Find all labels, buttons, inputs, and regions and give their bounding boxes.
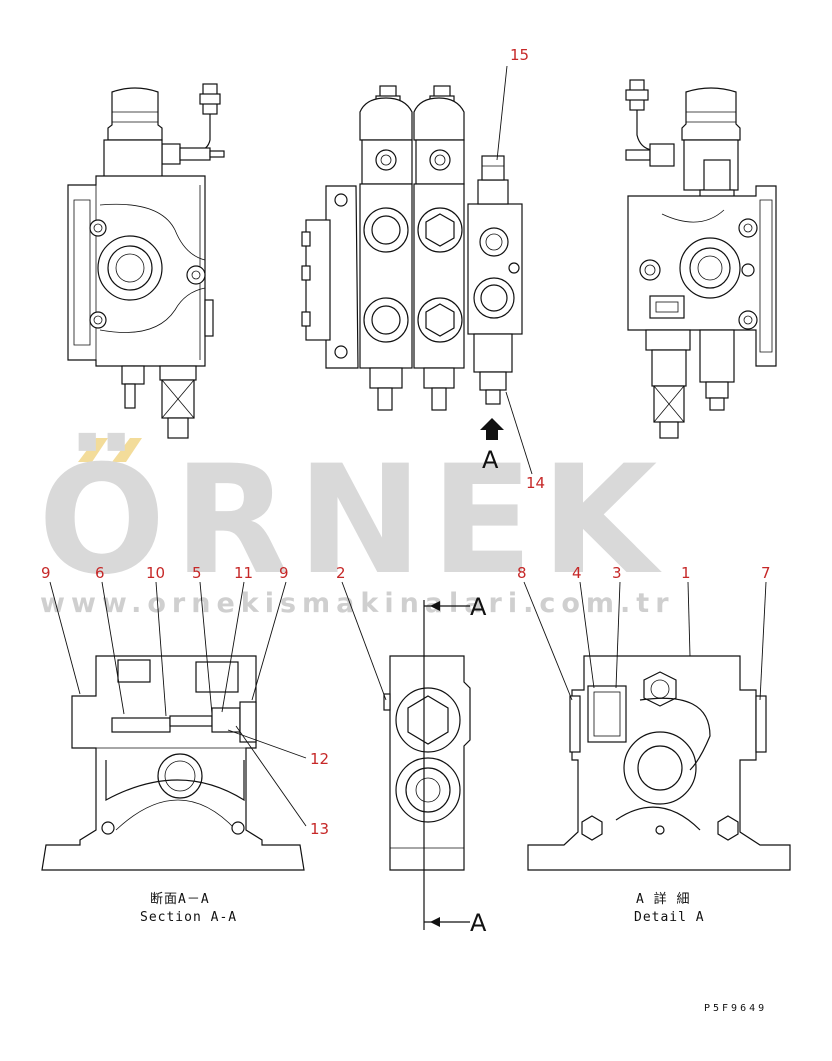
caption-detail-jp: A 詳 細	[636, 891, 690, 907]
callout-10: 10	[146, 564, 165, 582]
callout-13: 13	[310, 820, 329, 838]
callout-7: 7	[761, 564, 771, 582]
section-mark-bottom: A	[470, 909, 487, 937]
callout-3: 3	[612, 564, 622, 582]
callout-2: 2	[336, 564, 346, 582]
callout-6: 6	[95, 564, 105, 582]
callout-1: 1	[681, 564, 691, 582]
callout-5: 5	[192, 564, 202, 582]
view-captions: 断面A－A Section A-A A 詳 細 Detail A	[140, 891, 705, 925]
leader-lines	[49, 65, 767, 827]
callout-11: 11	[234, 564, 253, 582]
valve-front-view: A	[301, 85, 523, 474]
view-arrow-label: A	[482, 446, 499, 474]
section-mark-top: A	[470, 593, 487, 621]
callout-labels: 15 14 9 6 10 5 11 9 2 8 4 3 1 7 12 13	[41, 46, 771, 838]
section-a-a-view	[41, 655, 305, 871]
valve-side-view-left	[67, 83, 225, 439]
view-direction-arrow	[480, 418, 504, 440]
caption-section-jp: 断面A－A	[150, 892, 210, 907]
watermark-accent-left	[78, 438, 108, 462]
callout-15: 15	[510, 46, 529, 64]
callout-9-right: 9	[279, 564, 289, 582]
callout-14: 14	[526, 474, 545, 492]
watermark: ÖRNEK www.ornekismakinalari.com.tr	[38, 432, 675, 619]
caption-section-en: Section A-A	[140, 910, 237, 925]
callout-12: 12	[310, 750, 329, 768]
watermark-url: www.ornekismakinalari.com.tr	[40, 588, 675, 619]
callout-8: 8	[517, 564, 527, 582]
callout-9-left: 9	[41, 564, 51, 582]
callout-4: 4	[572, 564, 582, 582]
watermark-brand: ÖRNEK	[38, 432, 665, 608]
detail-a-view	[527, 655, 791, 871]
watermark-accent-right	[112, 438, 142, 462]
section-cut-view: A A	[383, 593, 487, 937]
valve-side-view-right	[625, 79, 777, 439]
caption-detail-en: Detail A	[634, 910, 705, 925]
drawing-number: P5F9649	[704, 1003, 767, 1014]
